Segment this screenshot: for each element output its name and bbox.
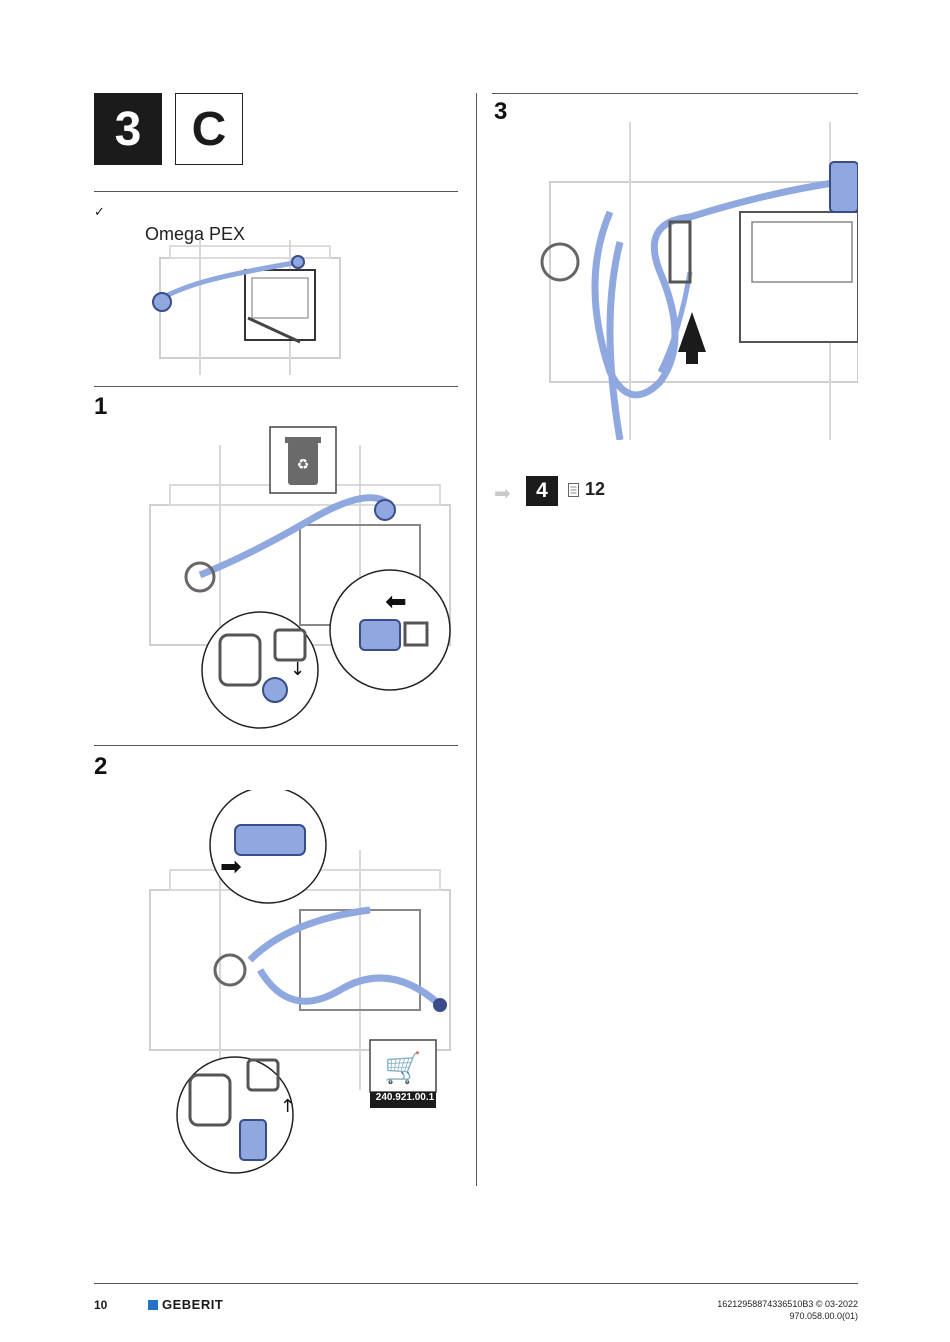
page-reference[interactable]: 12 <box>568 479 605 500</box>
svg-text:➡: ➡ <box>220 852 242 882</box>
brand-name: GEBERIT <box>162 1297 223 1312</box>
document-id: 16212958874336510B3 © 03-2022 970.058.00… <box>717 1298 858 1322</box>
step-2-illustration: ➡ ↑ 🛒 <box>140 790 462 1180</box>
footer-divider <box>94 1283 858 1284</box>
section-number-badge: 3 <box>94 93 162 165</box>
svg-text:♻: ♻ <box>297 457 310 473</box>
check-mark: ✓ <box>94 204 105 220</box>
svg-text:↓: ↓ <box>290 659 305 680</box>
step-number: 1 <box>94 393 107 421</box>
svg-text:⬅: ⬅ <box>385 587 407 617</box>
step-number: 2 <box>94 753 107 781</box>
brand-square-icon <box>148 1300 158 1310</box>
divider <box>94 386 458 387</box>
next-step-badge[interactable]: 4 <box>526 476 558 506</box>
svg-text:🛒: 🛒 <box>384 1050 421 1086</box>
svg-text:↑: ↑ <box>280 1096 295 1117</box>
divider <box>492 93 858 94</box>
section-letter-badge: C <box>175 93 243 165</box>
part-number: 240.921.00.1 <box>372 1092 438 1103</box>
brand-logo: GEBERIT <box>148 1297 223 1312</box>
page-reference-number: 12 <box>585 479 605 500</box>
step-number: 3 <box>494 98 507 126</box>
divider <box>94 191 458 192</box>
prerequisite-illustration <box>140 240 350 375</box>
document-icon <box>568 483 579 497</box>
column-divider <box>476 93 477 1186</box>
document-id-line: 970.058.00.0(01) <box>717 1310 858 1322</box>
step-3-illustration <box>540 122 858 440</box>
step-1-illustration: ♻ ↓ ⬅ <box>140 425 460 735</box>
page-number: 10 <box>94 1298 107 1312</box>
divider <box>94 745 458 746</box>
document-id-line: 16212958874336510B3 © 03-2022 <box>717 1298 858 1310</box>
next-step-arrow-icon: ➡ <box>494 481 511 506</box>
